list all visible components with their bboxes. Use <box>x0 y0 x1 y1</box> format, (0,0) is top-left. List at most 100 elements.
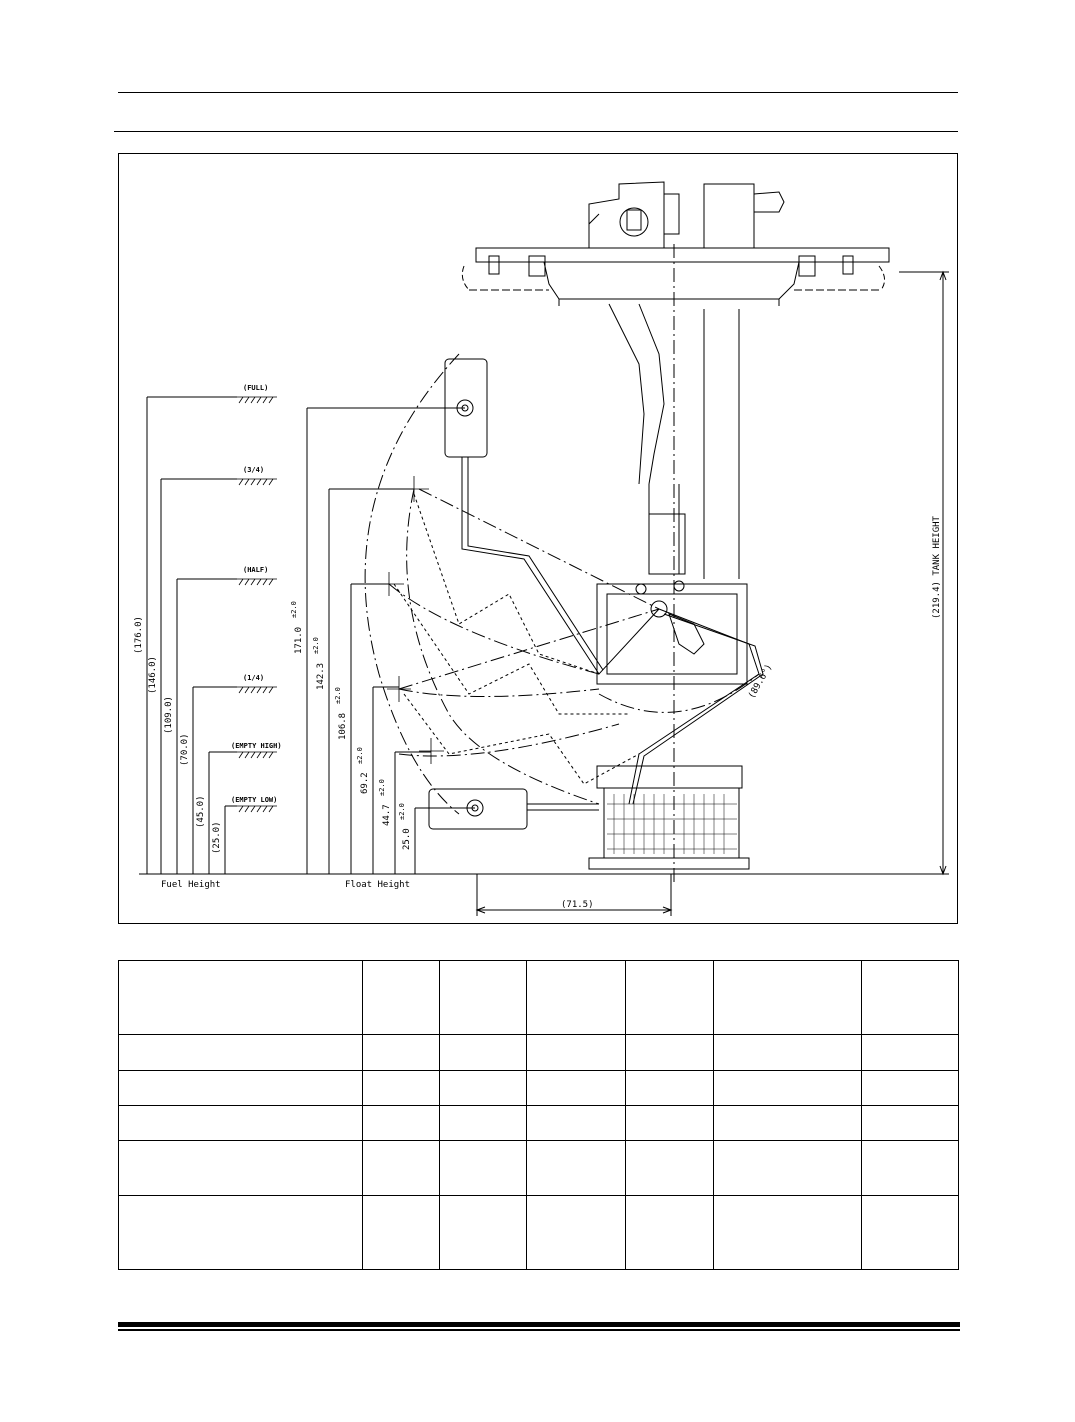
svg-text:±2.0: ±2.0 <box>334 687 342 704</box>
level-quarter-label: (1/4) <box>243 674 264 682</box>
drawing-svg: (FULL) (3/4) (HALF) (1/4) (EMPTY HIGH) (… <box>134 181 949 916</box>
float-empty <box>428 788 599 830</box>
table-cell <box>861 1070 959 1106</box>
table-cell <box>713 1070 862 1106</box>
fuel-height-109: (109.0) <box>164 696 174 734</box>
table-row <box>118 1195 959 1270</box>
crosshairs <box>379 476 444 764</box>
float-path-zigzag <box>393 493 640 785</box>
fuel-height-176: (176.0) <box>134 616 144 654</box>
float-height-69: 69.2 ±2.0 <box>356 747 370 794</box>
fuel-height-dims <box>146 396 237 874</box>
table-cell <box>362 1195 440 1270</box>
float-full <box>444 358 660 675</box>
svg-text:69.2: 69.2 <box>360 772 370 794</box>
angle-dim-label: (89.6°) <box>747 663 775 701</box>
table-cell <box>362 1140 440 1196</box>
table-cell <box>526 1105 626 1141</box>
table-cell <box>713 1195 862 1270</box>
table-cell <box>625 960 714 1035</box>
table-cell <box>362 1034 440 1071</box>
table-cell <box>625 1105 714 1141</box>
float-height-label: Float Height <box>345 880 410 890</box>
table-row <box>118 1140 959 1196</box>
vertical-tubes <box>608 244 740 884</box>
tank-height-dim <box>899 270 949 876</box>
table-cell <box>439 960 527 1035</box>
fuel-height-45: (45.0) <box>196 795 206 828</box>
table-cell <box>713 960 862 1035</box>
svg-text:25.0: 25.0 <box>402 828 412 850</box>
flange <box>461 247 890 306</box>
svg-text:106.8: 106.8 <box>338 713 348 740</box>
table-cell <box>362 1070 440 1106</box>
svg-text:±2.0: ±2.0 <box>290 601 298 618</box>
svg-text:142.3: 142.3 <box>316 663 326 690</box>
float-arcs <box>364 353 760 815</box>
float-height-142: 142.3 ±2.0 <box>312 637 326 690</box>
table-cell <box>861 1105 959 1141</box>
svg-text:44.7: 44.7 <box>382 804 392 826</box>
pump-filter <box>588 765 750 870</box>
table-cell <box>713 1034 862 1071</box>
fuel-sender-drawing: (FULL) (3/4) (HALF) (1/4) (EMPTY HIGH) (… <box>118 153 958 924</box>
svg-text:171.0: 171.0 <box>294 627 304 654</box>
bottom-rule-thin <box>118 1329 960 1331</box>
top-rule-2 <box>114 131 958 132</box>
table-cell <box>118 1140 363 1196</box>
horizontal-dim <box>475 874 673 916</box>
table-cell <box>118 1105 363 1141</box>
level-half-label: (HALF) <box>243 566 268 574</box>
float-height-44: 44.7 ±2.0 <box>378 779 392 826</box>
level-full-label: (FULL) <box>243 384 268 392</box>
table-row <box>118 1070 959 1106</box>
table-cell <box>526 1195 626 1270</box>
top-rule-1 <box>118 92 958 93</box>
table-cell <box>439 1034 527 1071</box>
table-cell <box>526 1070 626 1106</box>
table-cell <box>118 960 363 1035</box>
float-height-dims <box>306 407 475 874</box>
svg-text:±2.0: ±2.0 <box>378 779 386 796</box>
svg-text:±2.0: ±2.0 <box>356 747 364 764</box>
table-cell <box>625 1070 714 1106</box>
table-cell <box>362 960 440 1035</box>
level-three-quarter-label: (3/4) <box>243 466 264 474</box>
table-cell <box>362 1105 440 1141</box>
table-cell <box>625 1195 714 1270</box>
table-cell <box>861 1195 959 1270</box>
table-cell <box>625 1140 714 1196</box>
fuel-height-70: (70.0) <box>180 733 190 766</box>
table-cell <box>118 1070 363 1106</box>
table-cell <box>526 1140 626 1196</box>
table-row <box>118 960 959 1035</box>
float-height-106: 106.8 ±2.0 <box>334 687 348 740</box>
bottom-rule-thick <box>118 1322 960 1327</box>
float-height-25: 25.0 ±2.0 <box>398 803 412 850</box>
svg-text:±2.0: ±2.0 <box>398 803 406 820</box>
table-cell <box>118 1034 363 1071</box>
table-cell <box>861 1034 959 1071</box>
tank-height-label: (219.4) TANK HEIGHT <box>932 515 942 619</box>
table-cell <box>526 1034 626 1071</box>
svg-text:±2.0: ±2.0 <box>312 637 320 654</box>
table-cell <box>118 1195 363 1270</box>
level-hatches <box>237 396 277 813</box>
sensor-module <box>596 513 764 805</box>
table-cell <box>713 1105 862 1141</box>
horizontal-dim-label: (71.5) <box>561 900 594 910</box>
table-cell <box>439 1105 527 1141</box>
table-cell <box>439 1195 527 1270</box>
table-row <box>118 1034 959 1071</box>
spec-table <box>118 960 959 1270</box>
fuel-height-146: (146.0) <box>148 656 158 694</box>
table-cell <box>861 1140 959 1196</box>
table-row <box>118 1105 959 1141</box>
table-cell <box>861 960 959 1035</box>
table-cell <box>625 1034 714 1071</box>
table-cell <box>526 960 626 1035</box>
fuel-height-label: Fuel Height <box>161 880 221 890</box>
table-cell <box>439 1140 527 1196</box>
table-cell <box>439 1070 527 1106</box>
top-connector <box>588 181 785 248</box>
